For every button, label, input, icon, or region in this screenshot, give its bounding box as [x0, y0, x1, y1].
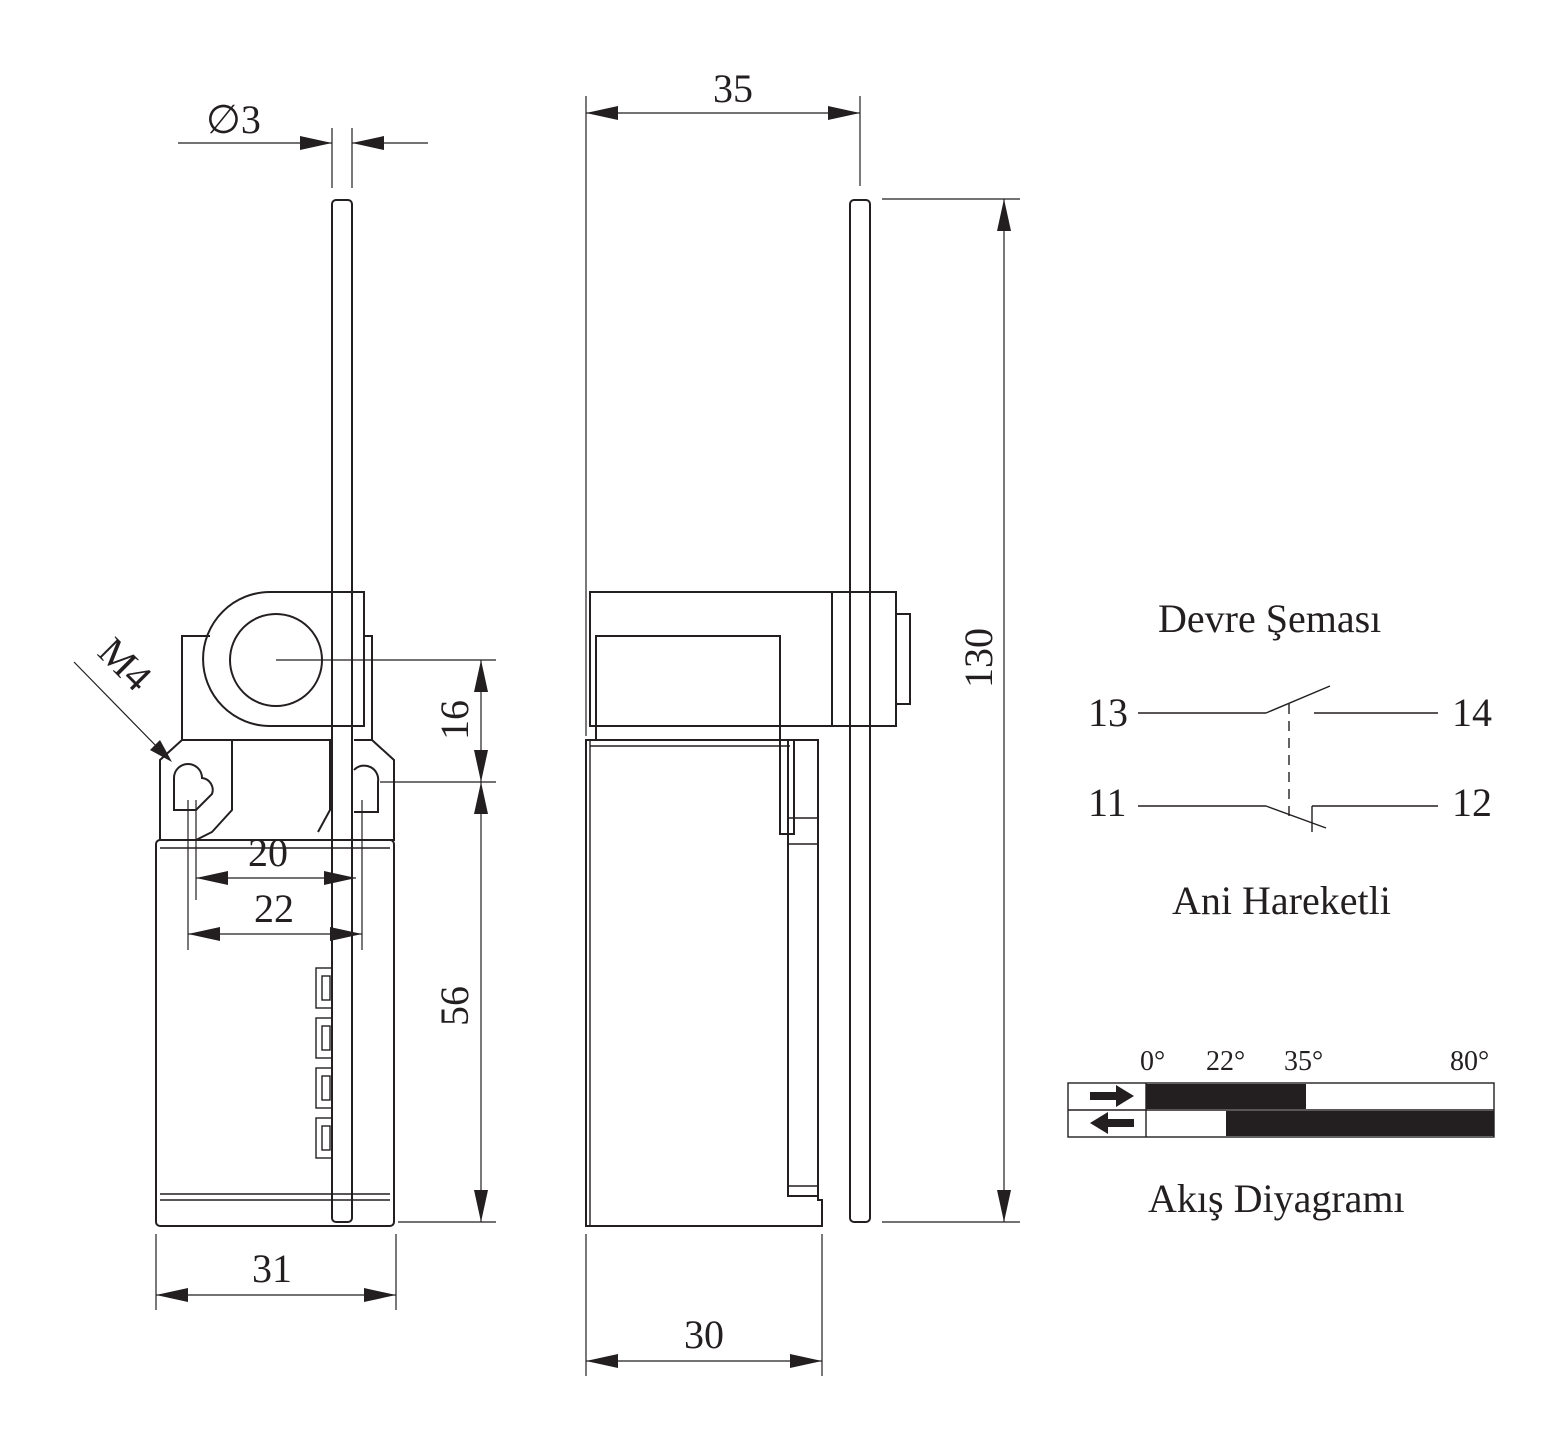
dim-130: 130: [882, 198, 1020, 1223]
flow-bars: [1146, 1084, 1494, 1136]
angle-label: 35°: [1284, 1046, 1323, 1077]
actuator-rod: [331, 199, 353, 1223]
d31-label: 31: [252, 1246, 292, 1291]
terminal-14: 14: [1452, 690, 1492, 735]
no-contact: [1138, 685, 1438, 714]
d16-label: 16: [432, 700, 477, 740]
collar: [181, 635, 373, 740]
dim-20: 20: [195, 800, 356, 900]
keyhole-left: [173, 763, 214, 811]
d56-label: 56: [432, 986, 477, 1026]
circuit-schema: Devre Şeması 13 14 11 12 Ani Hareketli: [1088, 596, 1492, 923]
side-body: [585, 739, 823, 1227]
circuit-subtitle: Ani Hareketli: [1172, 878, 1391, 923]
nc-contact: [1138, 805, 1438, 832]
d30-label: 30: [684, 1312, 724, 1357]
dim-22: 22: [187, 800, 363, 950]
arrow-left-icon: [1090, 1112, 1134, 1134]
terminal-13: 13: [1088, 690, 1128, 735]
lever-head: [202, 591, 365, 727]
flow-bar-forward: [1146, 1084, 1306, 1109]
flow-title: Akış Diyagramı: [1148, 1176, 1405, 1221]
keyhole-right: [353, 764, 380, 813]
dim-30: 30: [585, 1234, 823, 1376]
front-view: ∅3 M4 20 22: [73, 97, 496, 1310]
side-view: 35 30 130: [585, 66, 1020, 1376]
angle-label: 22°: [1206, 1046, 1245, 1077]
side-lever: [589, 591, 911, 740]
dim-31: 31: [155, 1234, 397, 1310]
d35-label: 35: [713, 66, 753, 111]
d130-label: 130: [956, 628, 1001, 688]
arrow-right-icon: [1090, 1085, 1134, 1107]
terminal-12: 12: [1452, 780, 1492, 825]
d22-label: 22: [254, 886, 294, 931]
dim-thread: M4: [73, 629, 172, 762]
dim-16-56: 16 56: [276, 659, 496, 1223]
terminal-slots: [315, 967, 333, 1159]
dim-35: 35: [585, 66, 861, 736]
circuit-title: Devre Şeması: [1158, 596, 1381, 641]
angle-label: 80°: [1450, 1046, 1489, 1077]
side-rod: [849, 199, 871, 1223]
flow-diagram: 0° 22° 35° 80° Akış Diyagramı: [1067, 1046, 1495, 1221]
d20-label: 20: [248, 830, 288, 875]
diameter-label: ∅3: [206, 97, 261, 142]
terminal-11: 11: [1088, 780, 1127, 825]
dim-diameter: ∅3: [178, 97, 428, 188]
angle-label: 0°: [1140, 1046, 1165, 1077]
angle-labels: 0° 22° 35° 80°: [1140, 1046, 1489, 1077]
switch-body: [155, 839, 395, 1227]
mounting-flange: [159, 739, 395, 841]
flow-bar-return: [1226, 1111, 1494, 1136]
